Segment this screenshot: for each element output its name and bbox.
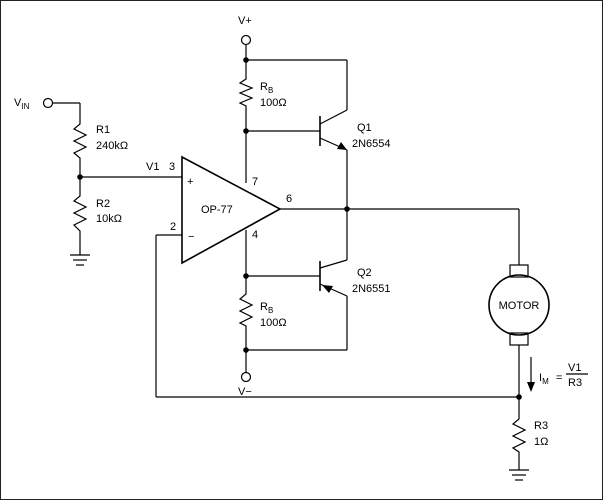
im-label: IM	[539, 372, 549, 386]
im-equals: =	[556, 372, 562, 384]
vminus-label: V−	[238, 386, 252, 398]
r1-value: 240kΩ	[96, 140, 128, 152]
transistor-q2	[319, 259, 348, 297]
junction-dot	[77, 174, 83, 180]
pin3-label: 3	[169, 161, 175, 173]
r1-name: R1	[96, 124, 110, 136]
r2-name: R2	[96, 198, 110, 210]
q1-part: 2N6554	[352, 138, 391, 150]
opamp-label: OP-77	[201, 204, 233, 216]
junction-dot	[243, 57, 249, 63]
transistor-q1	[319, 109, 348, 151]
ground-symbol-r2	[70, 254, 90, 266]
q1-name: Q1	[357, 122, 372, 134]
resistor-rb-bottom	[238, 290, 254, 330]
inverting-sign: −	[188, 231, 194, 243]
motor-symbol	[488, 264, 550, 346]
im-numerator: V1	[568, 362, 581, 374]
junction-dot	[243, 347, 249, 353]
vplus-terminal	[240, 34, 252, 46]
r3-value: 1Ω	[534, 436, 548, 448]
motor-label: MOTOR	[499, 300, 540, 312]
pin6-label: 6	[286, 193, 292, 205]
vplus-label: V+	[238, 15, 252, 27]
pin2-label: 2	[170, 221, 176, 233]
junction-dot	[243, 273, 249, 279]
vin-label: VIN	[14, 97, 30, 111]
q2-name: Q2	[357, 267, 372, 279]
junction-dot	[243, 128, 249, 134]
vin-terminal	[42, 97, 54, 109]
resistor-r3	[511, 415, 527, 455]
r3-name: R3	[534, 420, 548, 432]
pin7-label: 7	[252, 176, 258, 188]
junction-dot	[344, 206, 350, 212]
opamp-triangle	[181, 155, 282, 265]
wires	[52, 45, 520, 470]
noninverting-sign: +	[187, 176, 193, 188]
q2-emitter-arrow	[322, 285, 333, 293]
ground-symbol-r3	[509, 469, 529, 481]
rb-top-name: RB	[260, 81, 273, 95]
v1-label: V1	[146, 161, 159, 173]
current-arrow	[527, 357, 535, 392]
junction-dots	[77, 57, 522, 400]
resistor-r2	[72, 192, 88, 238]
r2-value: 10kΩ	[96, 213, 122, 225]
q2-part: 2N6551	[352, 283, 391, 295]
rb-bottom-name: RB	[260, 301, 273, 315]
pin4-label: 4	[252, 229, 258, 241]
rb-top-value: 100Ω	[260, 97, 287, 109]
vminus-terminal	[240, 371, 252, 383]
resistor-r1	[72, 120, 88, 165]
q1-emitter-arrow	[337, 142, 347, 150]
junction-dot	[516, 394, 522, 400]
rb-bottom-value: 100Ω	[260, 317, 287, 329]
resistor-rb-top	[238, 75, 254, 110]
im-denominator: R3	[568, 377, 582, 389]
